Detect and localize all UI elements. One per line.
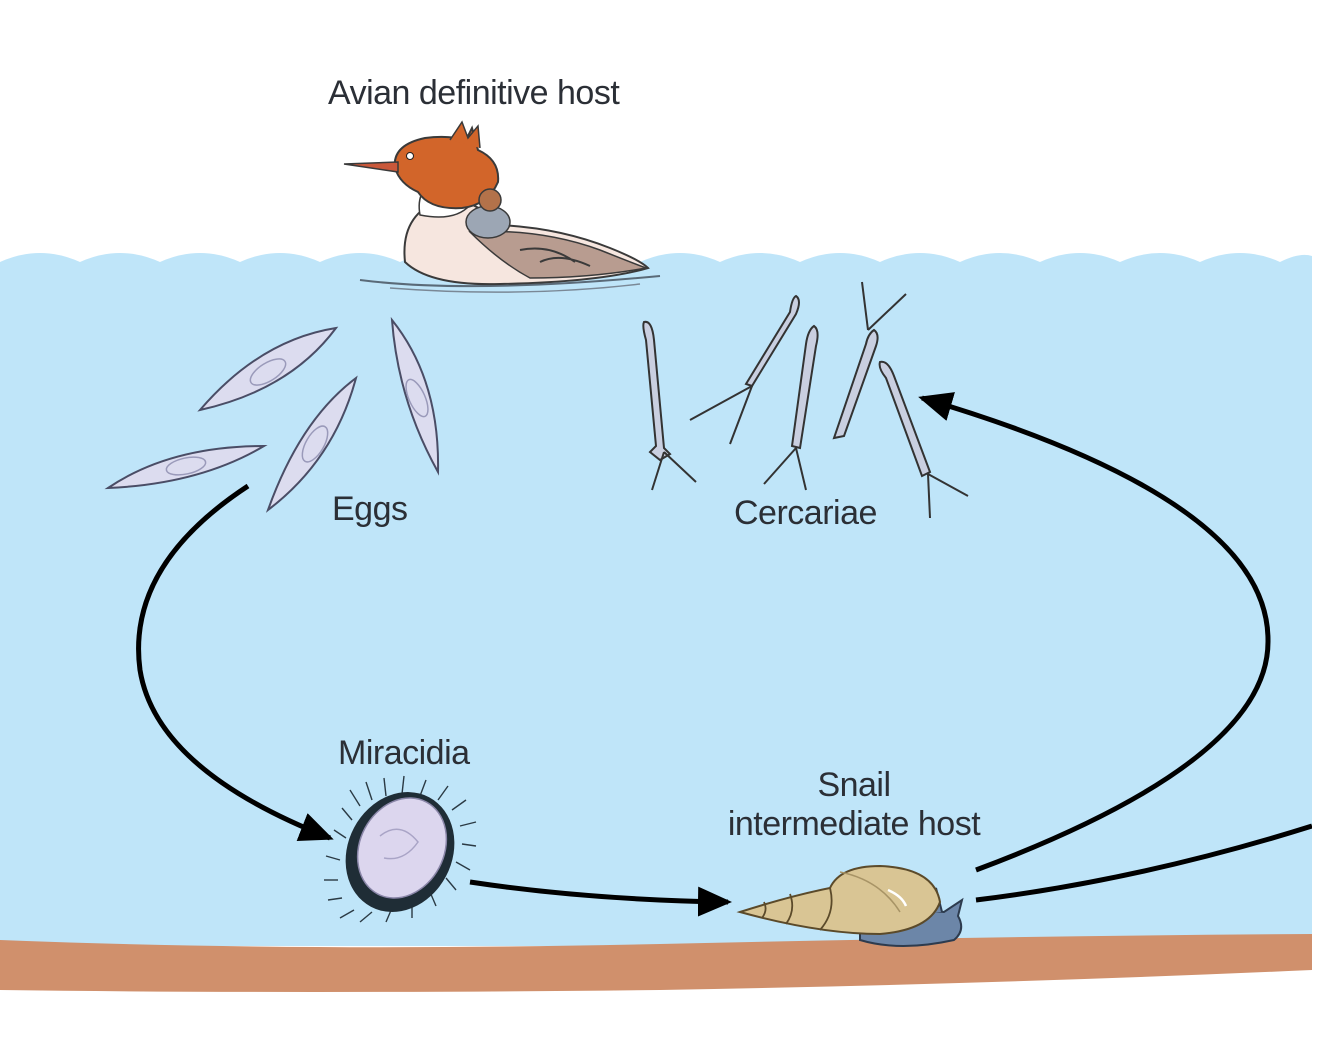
arrow-miracidia-to-snail [469,879,732,917]
label-avian-definitive-host: Avian definitive host [328,74,620,112]
label-cercariae: Cercariae [734,494,877,532]
cercaria-5 [878,360,969,519]
label-snail-intermediate-host: Snail intermediate host [712,766,996,844]
egg-3 [265,375,358,513]
cercaria-1 [642,320,697,491]
egg-2 [104,444,268,490]
label-snail-line2: intermediate host [727,805,981,844]
sediment-bottom [0,934,1312,992]
miracidium-icon [324,775,477,923]
cercaria-3 [763,324,819,491]
label-snail-line1: Snail [817,766,891,804]
merganser-bird-icon [343,120,661,293]
cercariae-group [642,281,969,519]
label-miracidia: Miracidia [338,734,470,772]
eggs-group [104,316,440,513]
cercaria-2 [689,294,800,445]
arrow-eggs-to-miracidia [136,483,334,842]
arrow-snail-to-edge [975,823,1313,903]
egg-4 [390,316,440,476]
cercaria-4 [832,281,907,440]
egg-1 [197,326,339,412]
label-eggs: Eggs [332,490,408,528]
snail-icon [736,864,964,947]
arrow-snail-to-cercariae [918,392,1271,873]
